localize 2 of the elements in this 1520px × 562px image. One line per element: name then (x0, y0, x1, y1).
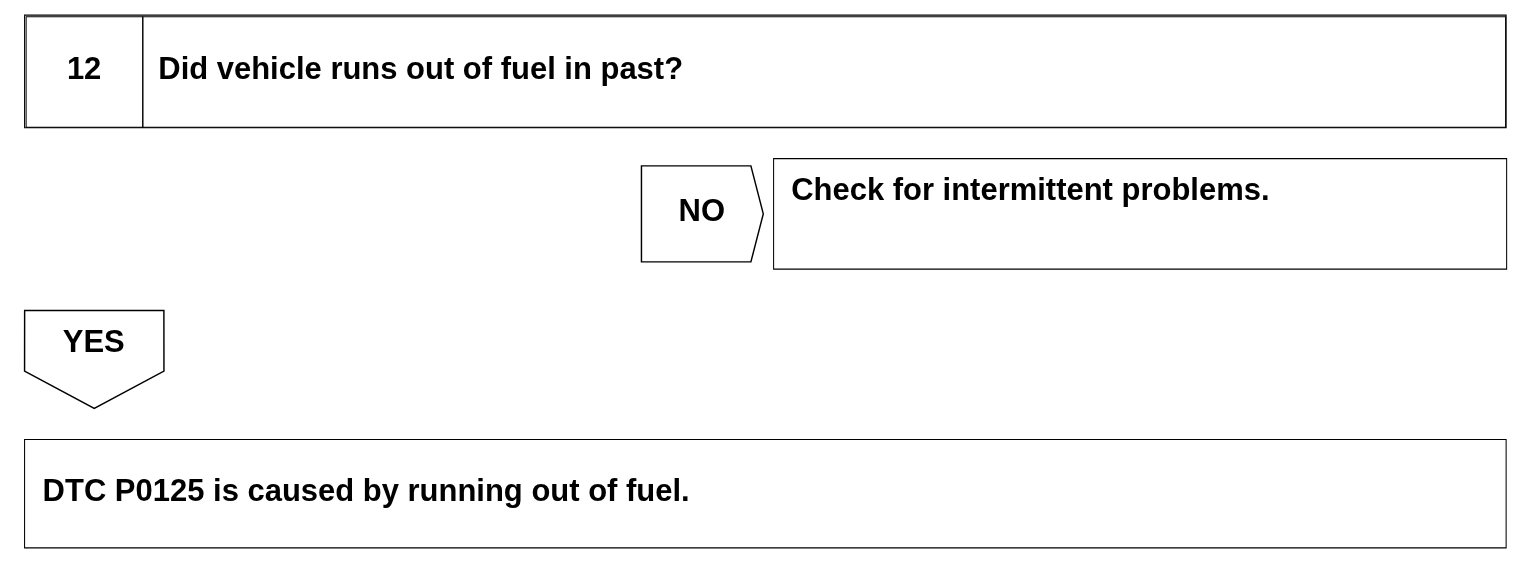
node-box: Check for intermittent problems. (773, 157, 1508, 270)
node-box: DTC P0125 is caused by running out of fuel. (24, 438, 1507, 548)
